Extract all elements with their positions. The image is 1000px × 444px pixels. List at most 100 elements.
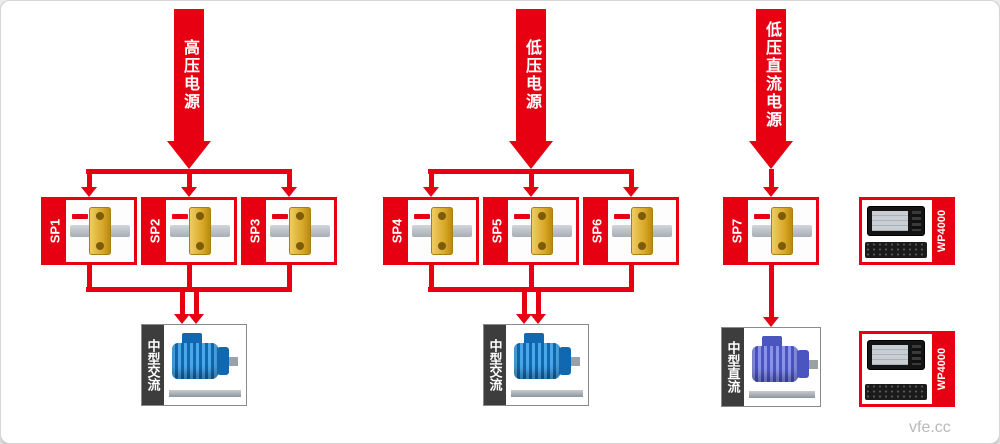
- feeder-line: [429, 265, 434, 292]
- arrow-down-icon: [523, 187, 539, 197]
- motor-endcap: [217, 347, 229, 375]
- analyzer-monitor: [867, 340, 925, 370]
- sp6-transducer: SP6: [583, 197, 679, 265]
- motor-endcap: [797, 350, 809, 378]
- motor-label: 中型交流: [145, 339, 161, 391]
- sp-label-strip: SP6: [586, 200, 608, 262]
- motor-label: 中型交流: [487, 339, 503, 391]
- sp-label-strip: SP3: [244, 200, 266, 262]
- motor-photo: [506, 325, 588, 405]
- sp-photo: [66, 200, 134, 262]
- watermark: vfe.cc: [909, 419, 951, 436]
- bolt-hole: [538, 242, 546, 250]
- motor-terminal-box: [182, 333, 202, 345]
- bolt-hole: [778, 212, 786, 220]
- banner-arrow-icon: [749, 141, 793, 169]
- sp-label-strip: SP1: [44, 200, 66, 262]
- motor-photo: [744, 328, 820, 406]
- sp-label: SP2: [147, 218, 163, 244]
- bolt-hole: [638, 242, 646, 250]
- bolt-hole: [96, 212, 104, 220]
- sp4-transducer: SP4: [383, 197, 479, 265]
- sp-label-strip: SP5: [486, 200, 508, 262]
- analyzer-keys: [912, 345, 921, 365]
- feeder-line: [187, 265, 192, 292]
- arrow-down-icon: [623, 187, 639, 197]
- feeder-line: [529, 265, 534, 292]
- motor-photo: [164, 325, 246, 405]
- sensor-shape: [771, 207, 793, 255]
- sp-label: SP7: [729, 218, 745, 244]
- brand-mark: [754, 214, 770, 219]
- motor-dc: 中型直流: [721, 327, 821, 407]
- motor-body: [514, 343, 560, 379]
- motor-ac-1: 中型交流: [141, 324, 247, 406]
- banner-label: 低压直流电源: [763, 21, 780, 129]
- sp-label: SP1: [47, 218, 63, 244]
- arrow-down-icon: [423, 187, 439, 197]
- bolt-hole: [438, 212, 446, 220]
- motor-base: [169, 390, 241, 397]
- sp-label: SP4: [389, 218, 405, 244]
- motor-feed-line: [522, 290, 527, 314]
- analyzer-photo: [862, 200, 932, 262]
- motor-base: [511, 390, 583, 397]
- sensor-shape: [531, 207, 553, 255]
- motor-terminal-box: [524, 333, 544, 345]
- bolt-hole: [96, 242, 104, 250]
- motor-shaft: [809, 360, 818, 369]
- arrow-down-icon: [281, 187, 297, 197]
- bolt-hole: [296, 212, 304, 220]
- bolt-hole: [196, 242, 204, 250]
- arrow-down-icon: [174, 314, 190, 324]
- sp-label-strip: SP7: [726, 200, 748, 262]
- sp-photo: [608, 200, 676, 262]
- arrow-down-icon: [81, 187, 97, 197]
- sp-label: SP3: [247, 218, 263, 244]
- arrow-down-icon: [530, 314, 546, 324]
- motor-endcap: [559, 347, 571, 375]
- brand-mark: [272, 214, 288, 219]
- motor-feed-line: [194, 290, 199, 314]
- bolt-hole: [778, 242, 786, 250]
- banner-label: 高压电源: [181, 39, 198, 111]
- sensor-shape: [289, 207, 311, 255]
- drop-line: [287, 169, 292, 187]
- motor-shaft: [229, 357, 238, 366]
- banner-arrow-icon: [509, 141, 553, 169]
- sp1-transducer: SP1: [41, 197, 137, 265]
- sp5-transducer: SP5: [483, 197, 579, 265]
- motor-shaft: [571, 357, 580, 366]
- wp4000-analyzer-1: WP4000: [859, 197, 955, 265]
- feeder-line: [87, 265, 92, 292]
- motor-feed-line: [180, 290, 185, 314]
- analyzer-keypad: [865, 242, 927, 258]
- sp2-transducer: SP2: [141, 197, 237, 265]
- wp4000-analyzer-2: WP4000: [859, 331, 955, 407]
- sp7-transducer: SP7: [723, 197, 819, 265]
- collector-line: [428, 287, 634, 292]
- analyzer-screen: [872, 211, 908, 231]
- drop-line: [529, 169, 534, 187]
- motor-base: [749, 391, 815, 398]
- feeder-line: [629, 265, 634, 292]
- brand-mark: [614, 214, 630, 219]
- motor-body: [752, 346, 798, 382]
- wp-label-strip: WP4000: [932, 200, 952, 262]
- motor-body: [172, 343, 218, 379]
- analyzer-keys: [912, 211, 921, 231]
- bolt-hole: [296, 242, 304, 250]
- banner-ribbon: 低压直流电源: [756, 9, 786, 141]
- banner-ribbon: 低压电源: [516, 9, 546, 141]
- sp-label-strip: SP2: [144, 200, 166, 262]
- sensor-shape: [631, 207, 653, 255]
- motor-label-strip: 中型直流: [722, 328, 744, 406]
- drop-line: [187, 169, 192, 187]
- banner-ribbon: 高压电源: [174, 9, 204, 141]
- arrow-down-icon: [763, 317, 779, 327]
- motor-label-strip: 中型交流: [484, 325, 506, 405]
- collector-line: [86, 287, 292, 292]
- sp-photo: [408, 200, 476, 262]
